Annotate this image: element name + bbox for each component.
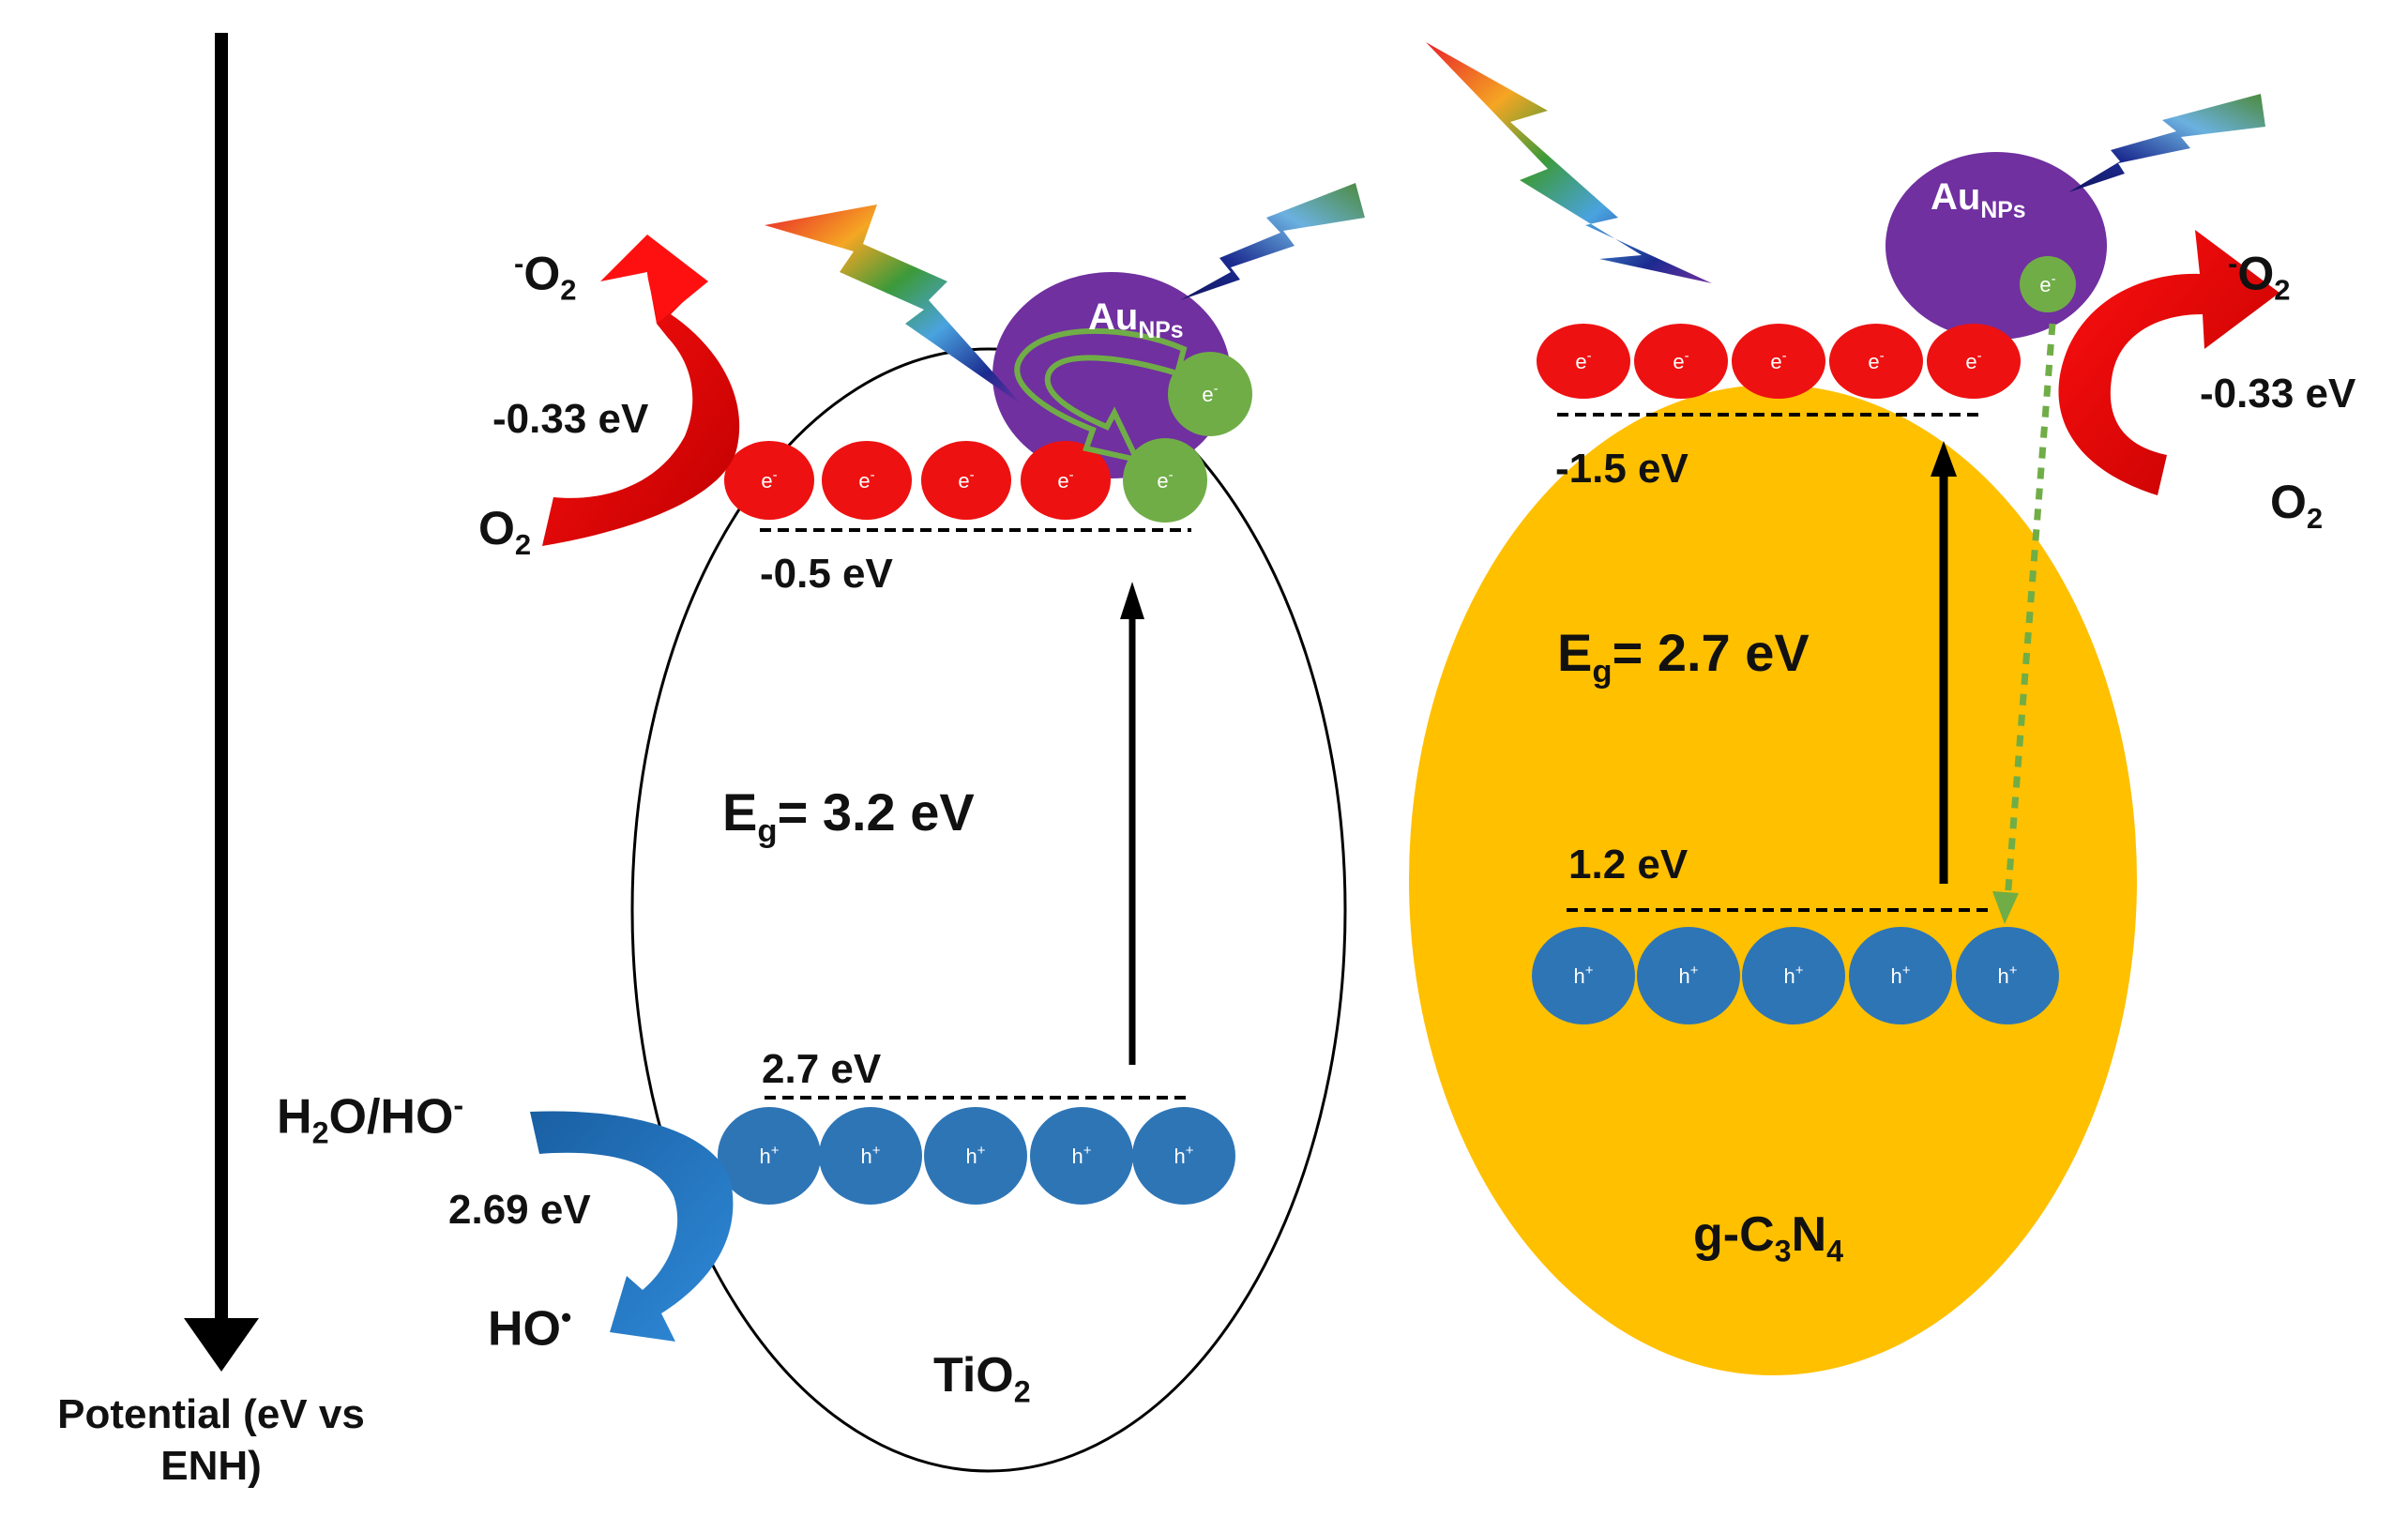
tio2-water-reactant-label: H2O/HO- xyxy=(277,1088,464,1150)
gc3n4-electron xyxy=(1829,324,1923,399)
gc3n4-electron xyxy=(1927,324,2021,399)
tio2-name-label: TiO2 xyxy=(933,1348,1031,1409)
gc3n4-cb-level-label: -1.5 eV xyxy=(1555,446,1689,492)
tio2-au-label: AuNPs xyxy=(1088,296,1184,343)
gc3n4-electron xyxy=(1732,324,1825,399)
tio2-hole xyxy=(924,1107,1027,1205)
potential-axis-label-line2: ENH) xyxy=(160,1443,262,1489)
gc3n4-o2-potential-label: -0.33 eV xyxy=(2200,371,2356,417)
tio2-excitation-arrow xyxy=(1120,582,1144,1065)
tio2-o2-reduction-arrow xyxy=(542,235,740,546)
tio2-o2-reactant-label: O2 xyxy=(478,502,532,561)
tio2-vb-level-label: 2.7 eV xyxy=(762,1046,882,1092)
gc3n4-valence-band-holes xyxy=(1532,927,2059,1024)
gc3n4-hole xyxy=(1637,927,1740,1024)
gc3n4-conduction-band-electrons xyxy=(1537,324,2021,399)
gc3n4-o2-reactant-label: O2 xyxy=(2270,476,2324,535)
tio2-au-electron xyxy=(1168,352,1252,436)
tio2-au-light-bolt xyxy=(1180,183,1365,300)
tio2-electron xyxy=(921,441,1011,520)
gc3n4-band-gap-label: Eg= 2.7 eV xyxy=(1557,623,1810,690)
au-to-tio2-transfer-arrow xyxy=(1014,327,1188,464)
tio2-conduction-band-electrons xyxy=(724,441,1111,520)
potential-axis-arrow xyxy=(184,33,259,1372)
gc3n4-hole xyxy=(1849,927,1952,1024)
tio2-au-nanoparticle xyxy=(992,272,1231,478)
gc3n4-au-electron xyxy=(2020,256,2076,312)
gc3n4-hole xyxy=(1532,927,1635,1024)
tio2-water-oxidation-arrow xyxy=(530,1111,734,1342)
au-to-gc3n4-transfer-arrow xyxy=(1992,323,2056,924)
tio2-cb-level-label: -0.5 eV xyxy=(760,551,893,597)
tio2-hydroxyl-product-label: HO• xyxy=(488,1300,572,1357)
tio2-particle xyxy=(630,347,1347,1473)
tio2-band-gap-label: Eg= 3.2 eV xyxy=(722,782,975,850)
gc3n4-vb-level-label: 1.2 eV xyxy=(1568,842,1689,887)
gc3n4-o2-product-label: -O2 xyxy=(2228,247,2291,307)
tio2-hole xyxy=(819,1107,922,1205)
gc3n4-electron xyxy=(1634,324,1728,399)
gc3n4-particle xyxy=(1409,385,2137,1375)
tio2-hole xyxy=(1030,1107,1133,1205)
tio2-o2-product-label: -O2 xyxy=(514,247,577,307)
circle-labels: e-e-e-e-e-e-e-e-e-e-e-e-h+h+h+h+h+h+h+h+… xyxy=(759,271,2055,1168)
gc3n4-light-bolt xyxy=(1426,42,1712,283)
gc3n4-name-label: g-C3N4 xyxy=(1693,1207,1844,1268)
potential-axis-label-line1: Potential (eV vs xyxy=(57,1391,365,1437)
gc3n4-hole xyxy=(1742,927,1845,1024)
gc3n4-au-label: AuNPs xyxy=(1931,176,2026,223)
tio2-water-potential-label: 2.69 eV xyxy=(448,1187,591,1233)
gc3n4-excitation-arrow xyxy=(1931,441,1957,884)
tio2-light-bolt xyxy=(765,205,1022,405)
gc3n4-o2-reduction-arrow xyxy=(2058,230,2279,495)
tio2-hole xyxy=(1132,1107,1235,1205)
gc3n4-au-light-bolt xyxy=(2068,94,2265,192)
gc3n4-hole xyxy=(1956,927,2059,1024)
tio2-transferred-electron xyxy=(1123,438,1207,523)
tio2-electron xyxy=(1021,441,1111,520)
gc3n4-electron xyxy=(1537,324,1630,399)
tio2-valence-band-holes xyxy=(718,1107,1235,1205)
tio2-hole xyxy=(718,1107,821,1205)
tio2-electron xyxy=(724,441,814,520)
potential-axis-label: Potential (eV vs ENH) xyxy=(14,1388,408,1492)
tio2-electron xyxy=(822,441,912,520)
tio2-o2-potential-label: -0.33 eV xyxy=(492,396,649,442)
